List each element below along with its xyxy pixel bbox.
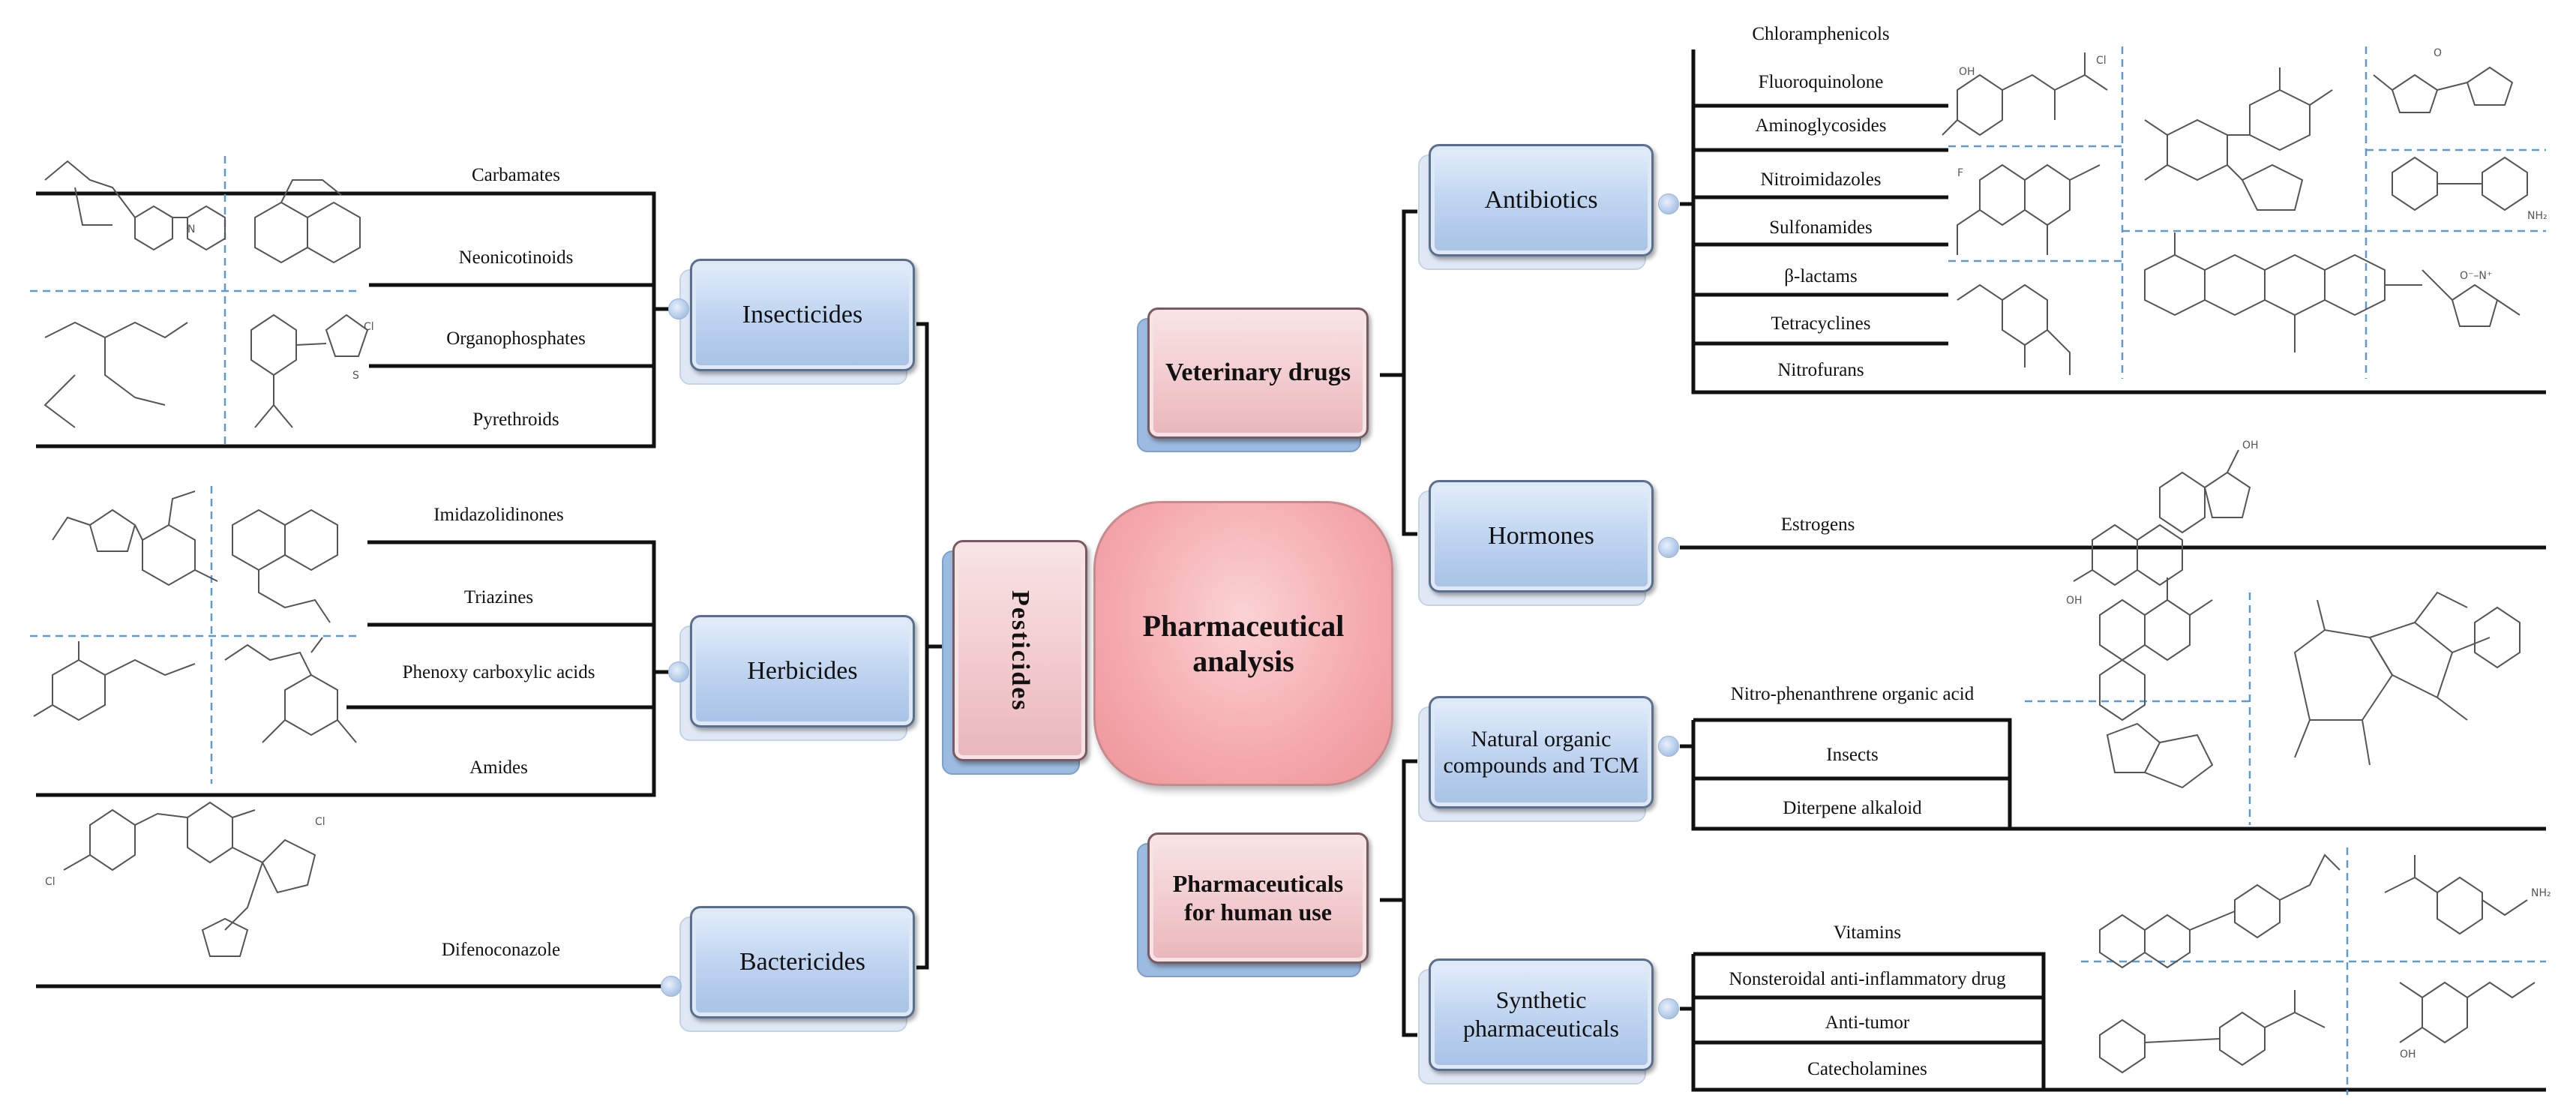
class-catecholamines: Catecholamines (1807, 1059, 1927, 1079)
pesticides-node: Pesticides (942, 540, 1087, 775)
veterinary-node: Veterinary drugs (1137, 308, 1369, 452)
class-nitrofurans: Nitrofurans (1777, 360, 1864, 380)
class-difenoconazole: Difenoconazole (441, 940, 561, 960)
pesticides-label: Pesticides (1006, 590, 1035, 712)
chem-label-o: O (2434, 47, 2442, 59)
herbicides-node: Herbicides (679, 615, 915, 741)
chem-label-n: N (187, 224, 195, 236)
class-triazines: Triazines (463, 587, 534, 608)
herbicides-dot (668, 662, 689, 682)
center-label: Pharmaceutical analysis (1142, 608, 1345, 678)
class-fluoroquinolone: Fluoroquinolone (1758, 72, 1884, 92)
synthetic-node: Synthetic pharmaceuticals (1418, 958, 1654, 1084)
chem-label-s: S (352, 370, 359, 382)
class-sulfonamides: Sulfonamides (1769, 218, 1873, 238)
chem-label-cl: Cl (2096, 55, 2107, 67)
class-nitroimidazoles: Nitroimidazoles (1760, 170, 1882, 190)
herbicides-label: Herbicides (747, 656, 858, 685)
class-nitro-phenanthrene: Nitro-phenanthrene organic acid (1730, 684, 1975, 704)
chem-label-oh-3: OH (2242, 440, 2259, 452)
chem-label-oh-2: OH (2066, 595, 2083, 607)
class-amides: Amides (469, 758, 528, 778)
class-neonicotinoids: Neonicotinoids (458, 248, 574, 268)
class-vitamins: Vitamins (1833, 922, 1902, 943)
chem-label-oh: OH (1959, 66, 1975, 78)
class-beta-lactams: β-lactams (1784, 266, 1858, 286)
natural-label: Natural organic compounds and TCM (1443, 726, 1639, 778)
class-phenoxy: Phenoxy carboxylic acids (402, 662, 595, 682)
chem-label-nh2: NH₂ (2527, 210, 2548, 222)
chem-label-cl-4: Cl (364, 321, 374, 333)
chem-label-f: F (1957, 167, 1963, 179)
antibiotics-label: Antibiotics (1484, 185, 1598, 214)
class-chloramphenicols: Chloramphenicols (1752, 24, 1890, 44)
chem-label-cl-3: Cl (45, 876, 55, 888)
insecticides-label: Insecticides (742, 300, 863, 328)
center-node: Pharmaceutical analysis (1093, 501, 1393, 786)
chem-label-cl-2: Cl (315, 816, 325, 828)
bactericides-label: Bactericides (739, 947, 866, 976)
natural-dot (1658, 736, 1679, 757)
antibiotics-node: Antibiotics (1418, 144, 1654, 270)
class-tetracyclines: Tetracyclines (1771, 314, 1871, 334)
hormones-label: Hormones (1488, 521, 1594, 550)
synthetic-label: Synthetic pharmaceuticals (1463, 986, 1619, 1042)
insecticides-dot (668, 298, 689, 320)
insecticides-node: Insecticides (679, 259, 915, 385)
bactericides-node: Bactericides (679, 906, 915, 1032)
chem-structures (33, 52, 2536, 1074)
class-insects: Insects (1826, 745, 1879, 765)
human-label: Pharmaceuticals for human use (1172, 869, 1344, 926)
hormones-dot (1658, 537, 1679, 558)
class-organophosphates: Organophosphates (446, 328, 586, 349)
class-diterpene-alkaloid: Diterpene alkaloid (1783, 798, 1922, 818)
bactericides-dot (661, 976, 682, 997)
class-pyrethroids: Pyrethroids (472, 410, 559, 430)
synthetic-dot (1658, 998, 1679, 1019)
hormones-node: Hormones (1418, 480, 1654, 606)
class-estrogens: Estrogens (1780, 514, 1855, 535)
class-anti-tumor: Anti-tumor (1825, 1012, 1910, 1033)
class-aminoglycosides: Aminoglycosides (1755, 116, 1887, 136)
chem-label-nitro: O⁻–N⁺ (2460, 270, 2492, 282)
chem-label-nh2-2: NH₂ (2531, 887, 2551, 899)
antibiotics-dot (1658, 194, 1679, 214)
class-carbamates: Carbamates (471, 165, 561, 185)
class-imidazolidinones: Imidazolidinones (433, 505, 564, 525)
veterinary-label: Veterinary drugs (1165, 358, 1351, 387)
human-node: Pharmaceuticals for human use (1137, 832, 1369, 977)
chem-label-oh-4: OH (2400, 1048, 2416, 1060)
class-nsaid: Nonsteroidal anti-inflammatory drug (1729, 969, 2006, 989)
natural-node: Natural organic compounds and TCM (1418, 696, 1654, 822)
